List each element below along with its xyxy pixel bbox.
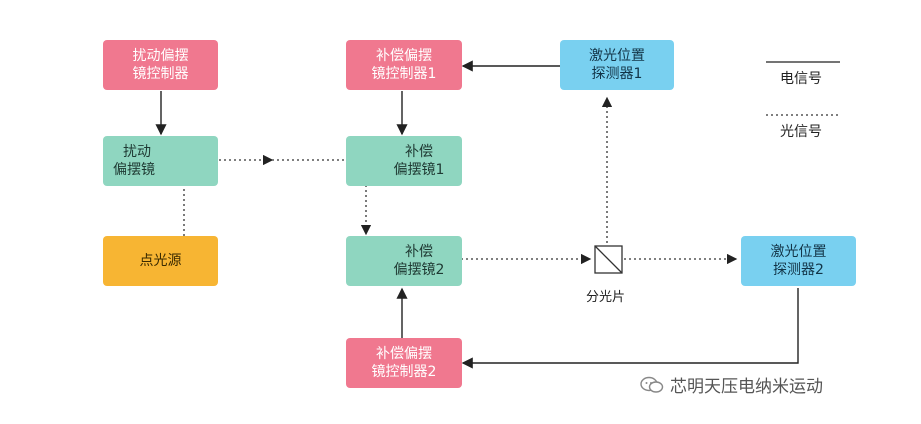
box-line: 偏摆镜2 [393, 262, 445, 278]
box-line: 补偿偏摆 [376, 346, 432, 362]
legend-electric-label: 电信号 [780, 71, 822, 87]
comp-mirror-2: 补偿 偏摆镜2 [346, 236, 462, 286]
box-line: 补偿 [405, 244, 433, 260]
beam-splitter-icon [594, 245, 623, 274]
legend-optical-label: 光信号 [780, 124, 822, 140]
box-line: 探测器2 [773, 262, 824, 278]
watermark: 芯明天压电纳米运动 [640, 372, 823, 397]
box-line: 镜控制器1 [371, 66, 437, 82]
wechat-icon [640, 376, 664, 393]
box-line: 镜控制器2 [371, 364, 437, 380]
laser-detector-1: 激光位置 探测器1 [560, 40, 674, 90]
comp-mirror-1: 补偿 偏摆镜1 [346, 136, 462, 186]
box-line: 偏摆镜1 [393, 162, 445, 178]
box-line: 激光位置 [770, 244, 827, 260]
comp-mirror-controller-1: 补偿偏摆 镜控制器1 [346, 40, 462, 90]
point-light-source: 点光源 [103, 236, 218, 286]
elec-det2-to-compctrl2 [461, 288, 799, 369]
disturb-mirror: 扰动 偏摆镜 [103, 136, 218, 186]
box-line: 点光源 [139, 253, 182, 269]
comp-mirror-controller-2: 补偿偏摆 镜控制器2 [346, 338, 462, 388]
box-line: 扰动偏摆 [132, 48, 189, 64]
disturb-mirror-controller: 扰动偏摆 镜控制器 [103, 40, 218, 90]
box-line: 激光位置 [589, 48, 645, 64]
beam-splitter-label: 分光片 [586, 290, 626, 305]
box-line: 补偿偏摆 [376, 48, 432, 64]
box-line: 探测器1 [591, 66, 643, 82]
box-line: 偏摆镜 [113, 162, 155, 178]
watermark-text: 芯明天压电纳米运动 [670, 377, 823, 397]
box-line: 补偿 [405, 144, 433, 160]
box-line: 扰动 [123, 144, 151, 160]
box-line: 镜控制器 [132, 66, 189, 82]
laser-detector-2: 激光位置 探测器2 [741, 236, 856, 286]
